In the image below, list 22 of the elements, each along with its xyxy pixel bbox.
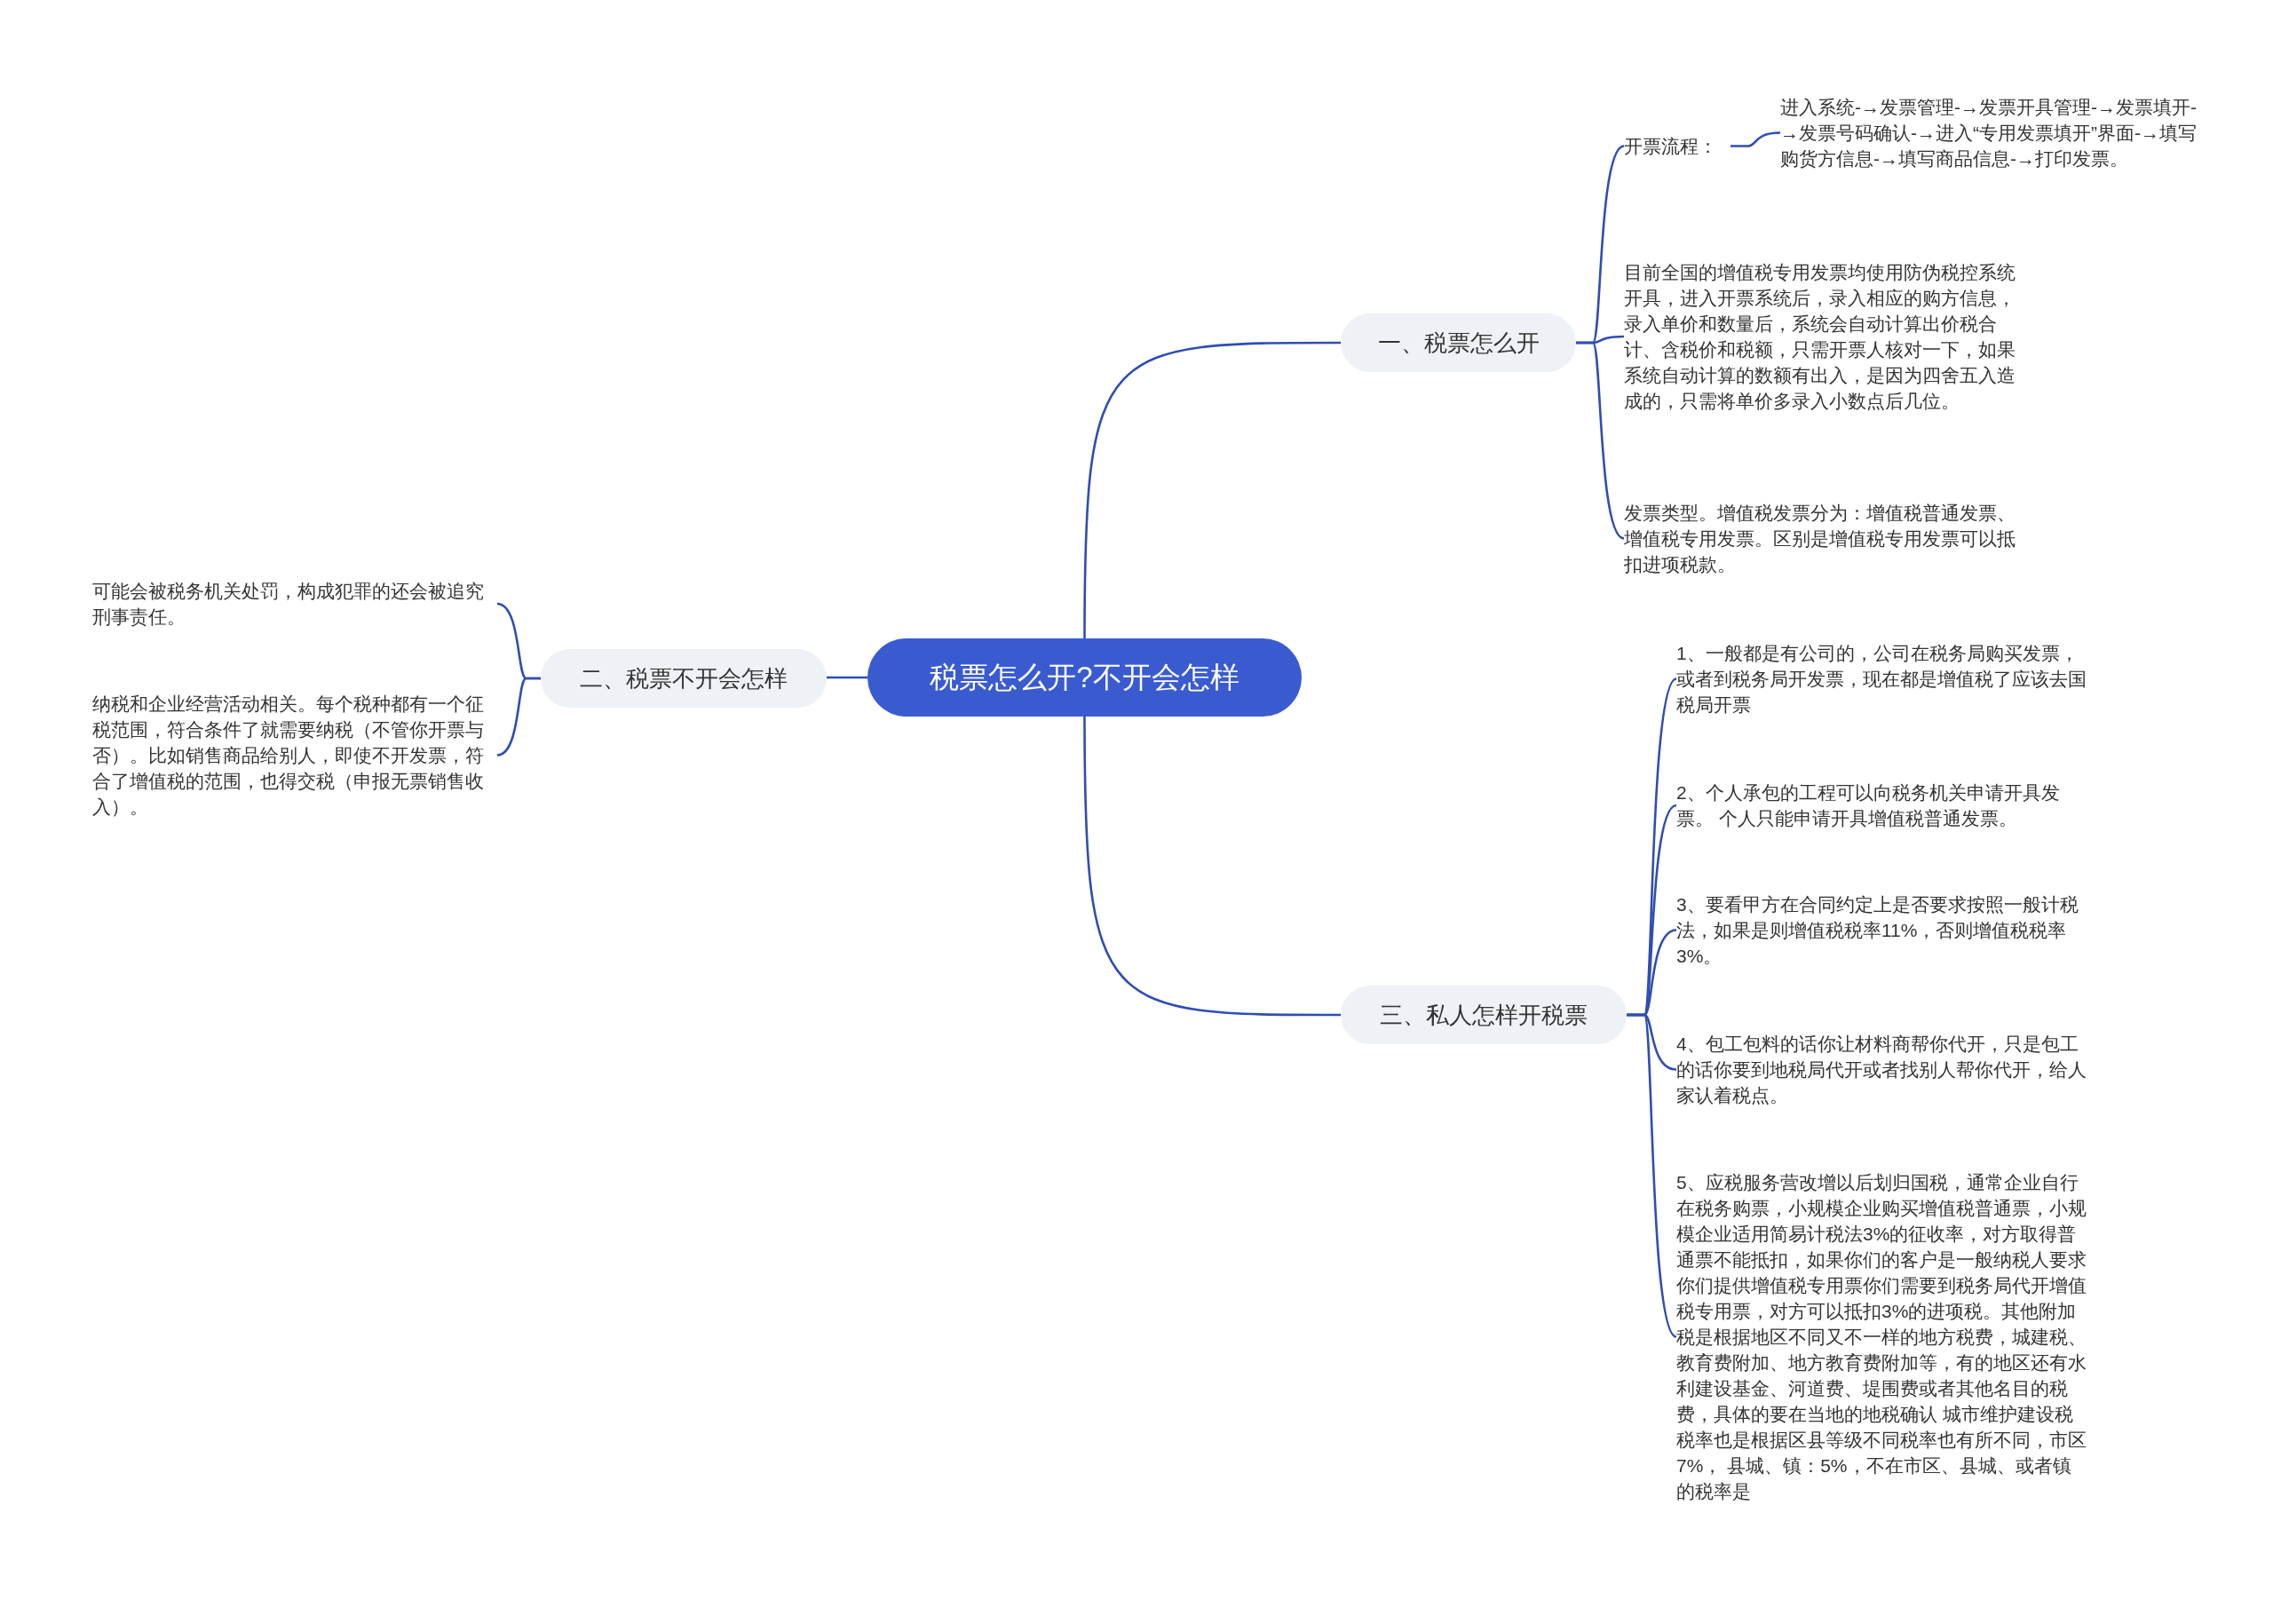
topic-pill: 三、私人怎样开税票: [1341, 986, 1627, 1044]
note-text: 可能会被税务机关处罚，构成犯罪的还会被追究刑事责任。: [92, 578, 497, 630]
connector-line: [1730, 131, 1781, 147]
note-text: 5、应税服务营改增以后划归国税，通常企业自行在税务购票，小规模企业购买增值税普通票，小规模企业适用简易计税法3%的征收率，对方取得普通票不能抵扣，如果你们的客户是一般纳税人要求你们提供增值税专用票你们需要到税务局代开增值税专用票，对方可以抵扣3%的进项税。其他附加税是根据地区不同又不一样的地方税费，城建税、教育费附加、地方教育费附加等，有的地区还有水利建设基金、河道费、堤围费或者其他名目的税费，具体的要在当地的地税确认 城市维护建设税税率也是根据区县等级不同税率也有所不同，市区 7%， 县城、镇：5%，不在市区、县城、或者镇的税率是: [1676, 1169, 2087, 1504]
note-text: 3、要看甲方在合同约定上是否要求按照一般计税法，如果是则增值税税率11%，否则增值税税率3%。: [1676, 891, 2087, 969]
connector-line: [1627, 1013, 1677, 1338]
note-text: 2、个人承包的工程可以向税务机关申请开具发票。 个人只能申请开具增值税普通发票。: [1676, 780, 2087, 831]
note-text: 发票类型。增值税发票分为：增值税普通发票、增值税专用发票。区别是增值税专用发票可以抵扣进项税款。: [1624, 500, 2028, 577]
note-text: 进入系统-→发票管理-→发票开具管理-→发票填开-→发票号码确认-→进入“专用发票填开”界面-→填写购货方信息-→填写商品信息-→打印发票。: [1780, 94, 2198, 171]
topic-pill: 二、税票不开会怎样: [541, 649, 827, 708]
topic-pill: 一、税票怎么开: [1341, 313, 1576, 372]
note-text: 开票流程：: [1624, 133, 1730, 159]
connector-line: [1576, 341, 1625, 540]
connector-line: [1083, 717, 1341, 1017]
note-text: 纳税和企业经营活动相关。每个税种都有一个征税范围，符合条件了就需要纳税（不管你开票与否）。比如销售商品给别人，即使不开发票，符合了增值税的范围，也得交税（申报无票销售收入）。: [92, 691, 497, 820]
central-topic: 税票怎么开?不开会怎样: [867, 638, 1302, 717]
connector-line: [496, 677, 541, 757]
connector-line: [827, 676, 867, 679]
note-text: 1、一般都是有公司的，公司在税务局购买发票，或者到税务局开发票，现在都是增值税了应该去国税局开票: [1676, 640, 2087, 717]
note-text: 目前全国的增值税专用发票均使用防伪税控系统开具，进入开票系统后，录入相应的购方信息，录入单价和数量后，系统会自动计算出价税合计、含税价和税额，只需开票人核对一下，如果系统自动计算的数额有出入，是因为四舍五入造成的，只需将单价多录入小数点后几位。: [1624, 259, 2028, 414]
note-text: 4、包工包料的话你让材料商帮你代开，只是包工的话你要到地税局代开或者找别人帮你代开，给人家认着税点。: [1676, 1031, 2087, 1108]
connector-line: [1083, 341, 1341, 638]
